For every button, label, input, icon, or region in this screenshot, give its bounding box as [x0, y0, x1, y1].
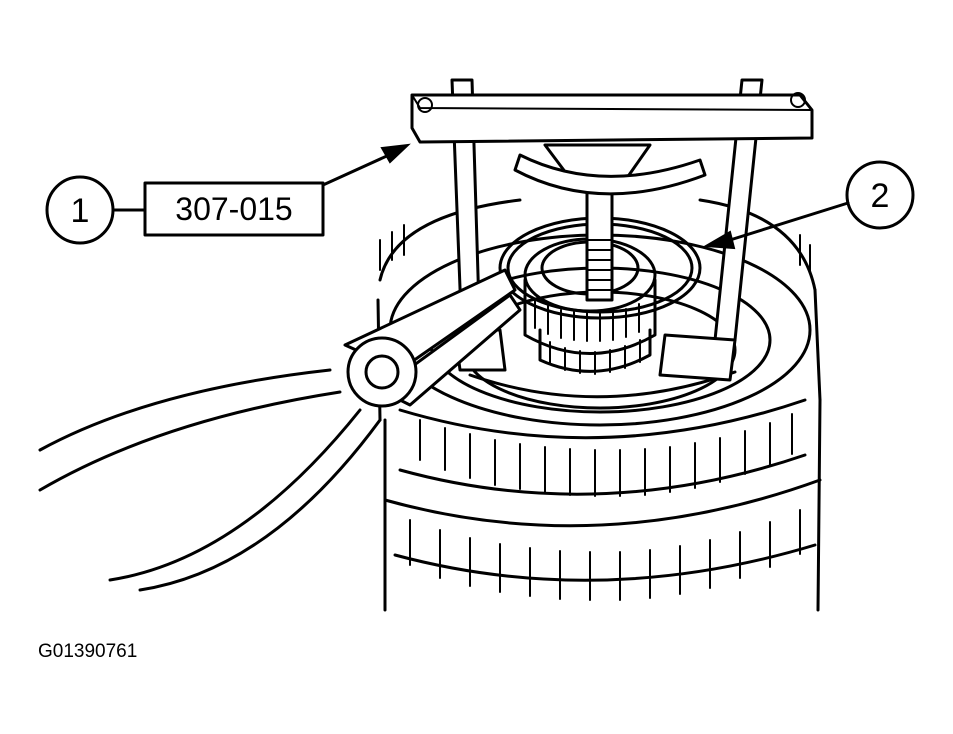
- callout-2-number: 2: [871, 177, 890, 215]
- clutch-hub: [388, 233, 812, 427]
- callout-1-arrowhead: [380, 143, 411, 164]
- figure-id: G01390761: [38, 641, 137, 662]
- callout-1-number: 1: [71, 192, 90, 230]
- spring-compressor-tool: [410, 78, 814, 382]
- tool-part-number: 307-015: [175, 191, 292, 227]
- drum-spline-teeth: [409, 413, 801, 601]
- callout-1: 1 307-015: [45, 143, 411, 245]
- callout-2-arrowhead: [702, 230, 736, 250]
- clutch-drum: [376, 198, 822, 612]
- hub-spline-teeth: [534, 299, 641, 375]
- snap-ring-pliers: [38, 268, 522, 592]
- callout-2: 2: [702, 160, 915, 250]
